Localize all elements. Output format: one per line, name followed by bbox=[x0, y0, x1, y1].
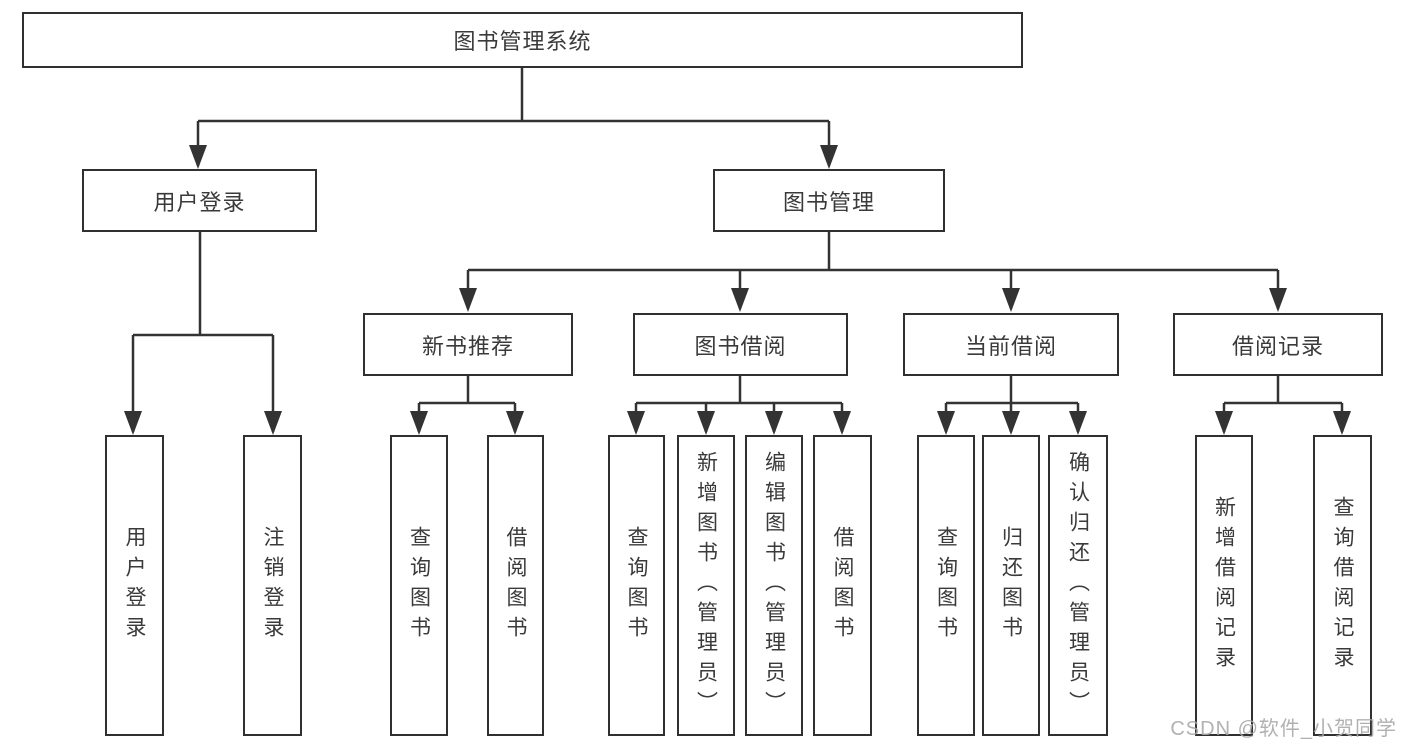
node-book-management: 图书管理 bbox=[713, 169, 945, 232]
csdn-watermark: CSDN @软件_小贺同学 bbox=[1170, 718, 1397, 740]
node-leaf-borrow-books-recommend-label: 借阅图书 bbox=[504, 525, 527, 646]
node-book-management-label: 图书管理 bbox=[782, 189, 875, 215]
node-leaf-add-borrow-record: 新增借阅记录 bbox=[1195, 435, 1253, 736]
node-leaf-query-books-recommend-label: 查询图书 bbox=[407, 525, 431, 646]
node-leaf-borrow-books-recommend: 借阅图书 bbox=[487, 435, 544, 736]
node-leaf-return-book: 归还图书 bbox=[982, 435, 1040, 736]
node-leaf-confirm-return-admin: 确认归还（管理员） bbox=[1048, 435, 1108, 736]
node-user-login-label: 用户登录 bbox=[153, 189, 246, 215]
node-leaf-query-books-current-label: 查询图书 bbox=[934, 525, 958, 646]
node-leaf-add-book-admin: 新增图书（管理员） bbox=[677, 435, 735, 736]
node-leaf-logout-label: 注销登录 bbox=[261, 525, 284, 646]
node-leaf-borrow-books-borrowing-label: 借阅图书 bbox=[831, 525, 854, 646]
node-new-book-recommend-label: 新书推荐 bbox=[421, 333, 514, 359]
node-user-login: 用户登录 bbox=[82, 169, 317, 232]
node-leaf-query-books-borrowing-label: 查询图书 bbox=[625, 525, 648, 646]
node-current-borrowing: 当前借阅 bbox=[903, 313, 1119, 376]
node-leaf-logout: 注销登录 bbox=[243, 435, 302, 736]
node-leaf-query-borrow-record-label: 查询借阅记录 bbox=[1331, 495, 1354, 676]
node-current-borrowing-label: 当前借阅 bbox=[964, 333, 1057, 359]
node-leaf-user-login-label: 用户登录 bbox=[123, 525, 146, 646]
node-borrowing-records-label: 借阅记录 bbox=[1231, 333, 1324, 359]
node-new-book-recommend: 新书推荐 bbox=[363, 313, 573, 376]
node-leaf-edit-book-admin-label: 编辑图书（管理员） bbox=[762, 450, 786, 721]
node-book-borrowing: 图书借阅 bbox=[633, 313, 848, 376]
node-leaf-confirm-return-admin-label: 确认归还（管理员） bbox=[1066, 450, 1090, 721]
node-root-system: 图书管理系统 bbox=[22, 12, 1023, 68]
node-leaf-query-books-recommend: 查询图书 bbox=[390, 435, 448, 736]
node-borrowing-records: 借阅记录 bbox=[1173, 313, 1383, 376]
node-leaf-query-borrow-record: 查询借阅记录 bbox=[1313, 435, 1372, 736]
node-leaf-user-login: 用户登录 bbox=[105, 435, 164, 736]
node-leaf-query-books-borrowing: 查询图书 bbox=[608, 435, 665, 736]
node-leaf-borrow-books-borrowing: 借阅图书 bbox=[813, 435, 872, 736]
node-leaf-edit-book-admin: 编辑图书（管理员） bbox=[745, 435, 803, 736]
node-leaf-add-book-admin-label: 新增图书（管理员） bbox=[694, 450, 718, 721]
node-root-label: 图书管理系统 bbox=[453, 29, 592, 54]
node-book-borrowing-label: 图书借阅 bbox=[694, 333, 787, 359]
node-leaf-query-books-current: 查询图书 bbox=[917, 435, 975, 736]
node-leaf-return-book-label: 归还图书 bbox=[999, 525, 1023, 646]
node-leaf-add-borrow-record-label: 新增借阅记录 bbox=[1212, 495, 1236, 676]
